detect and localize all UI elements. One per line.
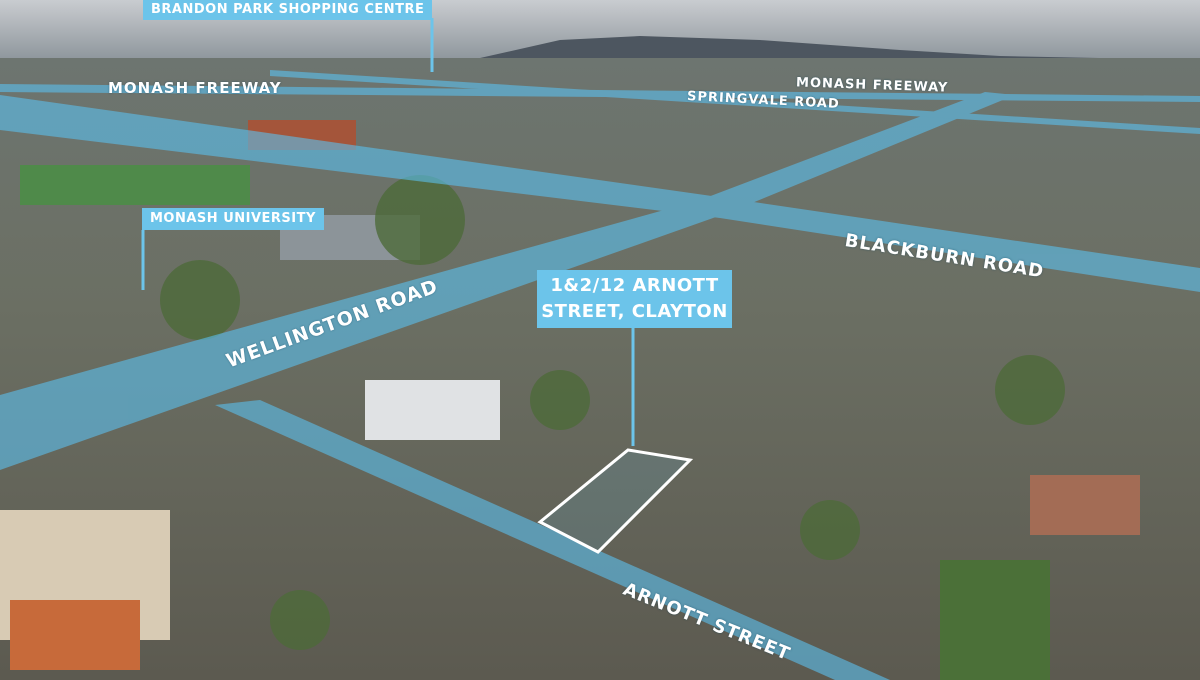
arnott-street-overlay xyxy=(215,400,890,680)
monash-freeway-label-left: MONASH FREEWAY xyxy=(108,79,282,97)
blackburn-road-overlay xyxy=(0,95,1200,292)
park xyxy=(940,560,1050,680)
property-label-line2: STREET, CLAYTON xyxy=(541,301,728,322)
houses xyxy=(10,600,140,670)
wellington-road-overlay xyxy=(0,92,1015,470)
building xyxy=(365,380,500,440)
property-label-line1: 1&2/12 ARNOTT xyxy=(550,275,719,296)
trees xyxy=(160,175,1065,650)
property-label: 1&2/12 ARNOTT STREET, CLAYTON xyxy=(537,270,732,328)
property-boundary xyxy=(537,448,694,554)
brandon-park-label: BRANDON PARK SHOPPING CENTRE xyxy=(143,0,433,20)
sports-field xyxy=(20,165,250,205)
houses xyxy=(1030,475,1140,535)
springvale-road-overlay xyxy=(270,70,1200,134)
monash-university-label: MONASH UNIVERSITY xyxy=(142,208,324,230)
